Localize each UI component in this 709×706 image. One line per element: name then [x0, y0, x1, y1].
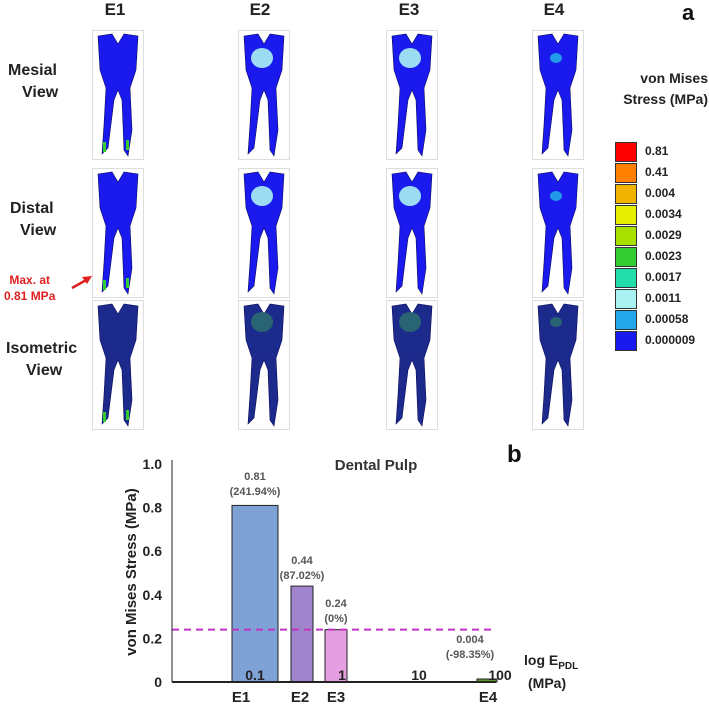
tooth-stress-image: [386, 168, 438, 298]
legend-swatch: [615, 184, 637, 204]
tooth-stress-image: [386, 30, 438, 160]
x-tick-label: 0.1: [245, 667, 265, 683]
row-label-isometric: Isometric View: [6, 340, 78, 379]
column-header-e1: E1: [104, 0, 126, 19]
legend-value: 0.0011: [645, 291, 682, 305]
bar-value-label: 0.44: [291, 555, 313, 567]
y-tick-label: 0.2: [143, 630, 163, 646]
y-tick-label: 1.0: [143, 456, 163, 472]
x-axis-label: log EPDL: [524, 652, 578, 672]
tooth-stress-image: [92, 300, 144, 430]
legend-value: 0.0017: [645, 270, 682, 284]
y-tick-label: 0.6: [143, 543, 163, 559]
legend-swatch: [615, 331, 637, 351]
bar-percent-label: (-98.35%): [446, 649, 495, 661]
panel-a-letter: a: [682, 0, 695, 25]
legend-value: 0.0023: [645, 249, 682, 263]
bar-value-label: 0.81: [244, 471, 265, 483]
bar-value-label: 0.24: [325, 598, 347, 610]
max-stress-note: Max. at 0.81 MPa: [4, 273, 56, 303]
tooth-stress-image: [92, 168, 144, 298]
legend-swatch: [615, 310, 637, 330]
panel-b-letter: b: [507, 441, 522, 468]
y-tick-label: 0.8: [143, 500, 163, 516]
legend-value: 0.00058: [645, 312, 689, 326]
legend-swatch: [615, 205, 637, 225]
y-axis-ticks: 0 0.2 0.4 0.6 0.8 1.0: [143, 456, 163, 690]
x-tick-label: 10: [411, 667, 427, 683]
legend-swatch: [615, 142, 637, 162]
legend-title: von Mises Stress (MPa): [623, 70, 708, 107]
x-category-label: E4: [479, 689, 498, 706]
dental-pulp-bar-chart: Dental Pulp von Mises Stress (MPa) 00.20…: [123, 456, 578, 706]
legend-swatch: [615, 289, 637, 309]
y-axis-label: von Mises Stress (MPa): [123, 488, 140, 656]
tooth-stress-image: [532, 168, 584, 298]
tooth-stress-image: [238, 168, 290, 298]
legend-swatch: [615, 268, 637, 288]
row-label-distal: Distal View: [10, 200, 57, 239]
bar-e2: [290, 585, 314, 683]
x-tick-label: 1: [338, 667, 346, 683]
legend-value: 0.000009: [645, 333, 696, 347]
legend-value: 0.81: [645, 144, 669, 158]
bar-percent-label: (87.02%): [280, 570, 325, 582]
x-category-label: E3: [327, 689, 345, 706]
legend-swatch: [615, 247, 637, 267]
tooth-stress-image: [238, 300, 290, 430]
bar-percent-label: (0%): [324, 613, 348, 625]
bar-value-label: 0.004: [456, 634, 484, 646]
tooth-stress-image: [532, 300, 584, 430]
tooth-stress-image: [92, 30, 144, 160]
row-label-mesial: Mesial View: [8, 62, 59, 101]
x-tick-label: 100: [488, 667, 512, 683]
tooth-stress-image: [238, 30, 290, 160]
x-axis-categories: E1 E2 E3 E4: [232, 689, 498, 706]
legend-value: 0.004: [645, 186, 676, 200]
max-stress-arrow: [71, 276, 92, 290]
chart-title: Dental Pulp: [335, 457, 418, 474]
bar-percent-label: (241.94%): [230, 486, 281, 498]
column-header-e3: E3: [398, 0, 420, 19]
legend-value: 0.0034: [645, 207, 682, 221]
x-category-label: E2: [291, 689, 309, 706]
y-tick-label: 0.4: [143, 587, 163, 603]
bar-e1: [231, 504, 279, 683]
bar-value-labels: 0.81 (241.94%) 0.44 (87.02%) 0.24 (0%) 0.004 (-…: [230, 471, 495, 661]
x-category-label: E1: [232, 689, 250, 706]
y-tick-label: 0: [154, 674, 162, 690]
legend-swatch: [615, 226, 637, 246]
tooth-stress-image: [532, 30, 584, 160]
column-header-e2: E2: [249, 0, 271, 19]
legend-value: 0.0029: [645, 228, 682, 242]
x-axis-unit: (MPa): [528, 675, 566, 691]
legend-value: 0.41: [645, 165, 669, 179]
column-header-e4: E4: [543, 0, 565, 19]
tooth-stress-image: [386, 300, 438, 430]
x-axis-log-ticks: 0.1 1 10 100: [245, 667, 512, 683]
legend-swatch: [615, 163, 637, 183]
